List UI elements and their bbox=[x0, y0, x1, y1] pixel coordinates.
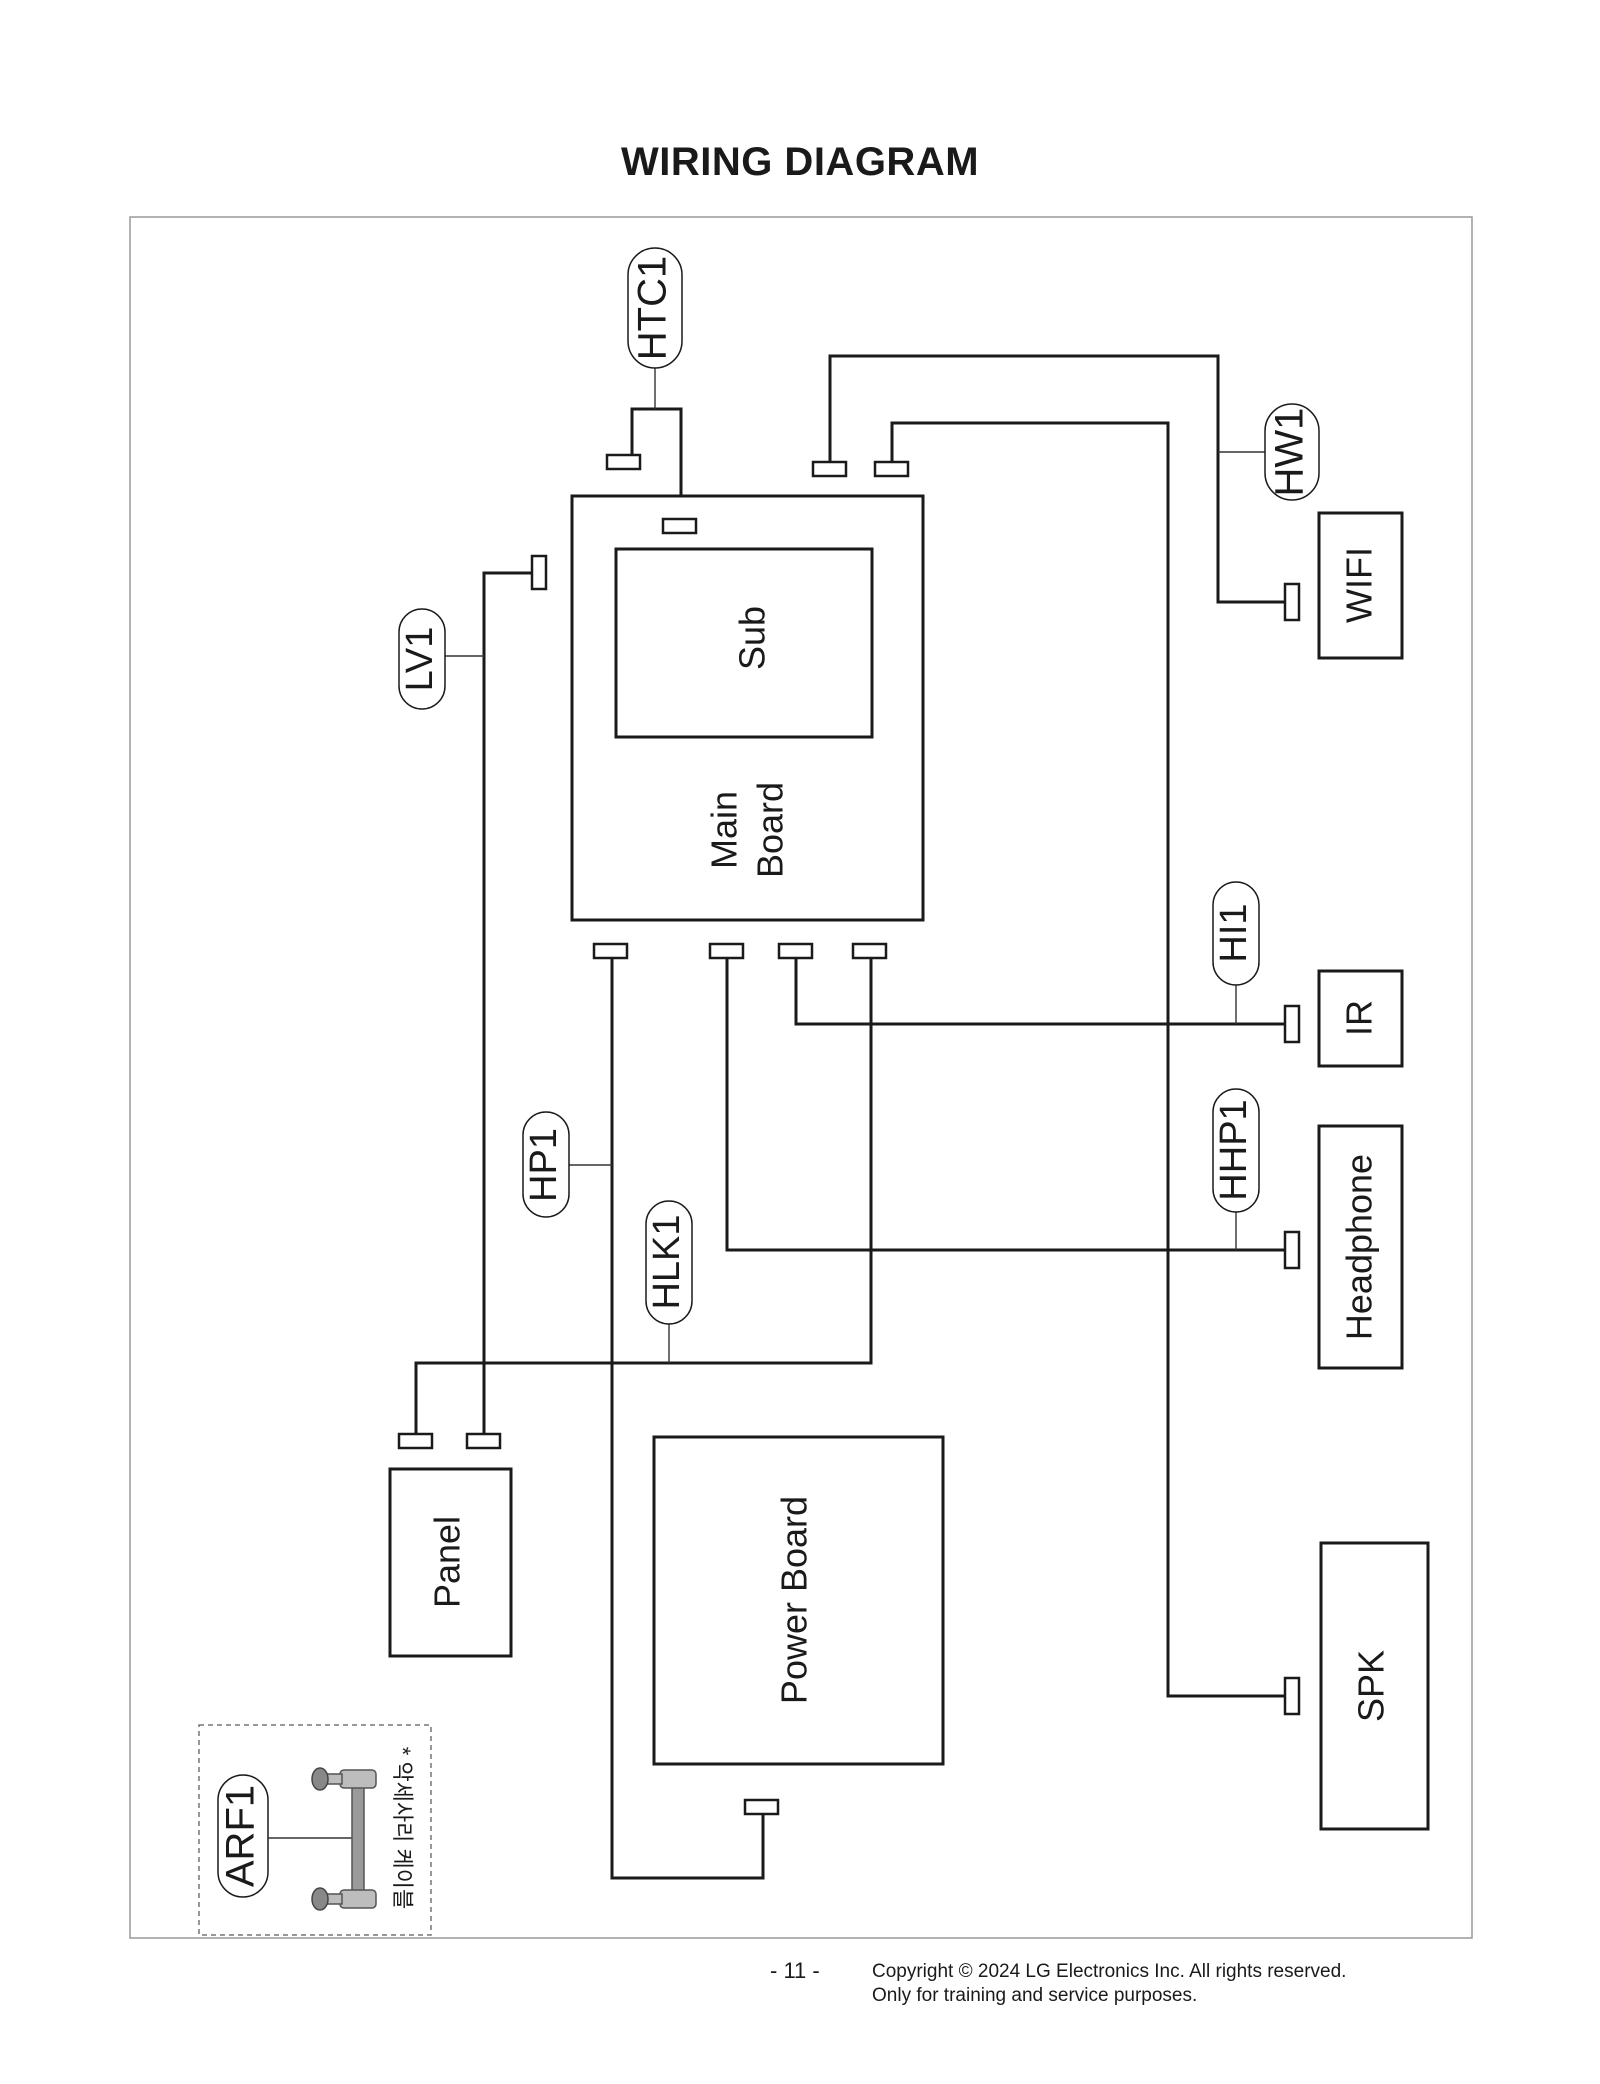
hp1-wire bbox=[610, 957, 765, 1880]
hlk1-tag-label: HLK1 bbox=[646, 1214, 688, 1309]
hhp1-tag-label: HHP1 bbox=[1213, 1099, 1255, 1200]
hlk1-wire bbox=[414, 957, 873, 1435]
htc1-connector-a bbox=[605, 453, 642, 471]
hw1-wire-spk bbox=[890, 421, 1292, 1698]
power-board-label: Power Board bbox=[774, 1496, 815, 1704]
ir-box bbox=[1317, 969, 1404, 1068]
hi1-wire bbox=[794, 957, 1292, 1026]
htc1-connector-main bbox=[661, 517, 698, 535]
page-title: WIRING DIAGRAM bbox=[620, 140, 980, 184]
hi1-connector-main bbox=[777, 942, 814, 960]
hhp1-tag: HHP1 bbox=[1212, 1088, 1260, 1213]
diagram-frame bbox=[129, 216, 1473, 1939]
htc1-wire bbox=[630, 407, 683, 520]
hp1-connector-main bbox=[592, 942, 629, 960]
hw1-connector-main-a bbox=[811, 460, 848, 478]
lv1-tag-label: LV1 bbox=[399, 627, 441, 692]
rf-cable-icon bbox=[311, 1767, 377, 1911]
hw1-tag: HW1 bbox=[1264, 403, 1320, 501]
hlk1-tag: HLK1 bbox=[645, 1200, 693, 1325]
spk-connector bbox=[1283, 1676, 1301, 1716]
lv1-connector-panel bbox=[465, 1432, 502, 1450]
hp1-connector-power bbox=[743, 1798, 780, 1816]
headphone-box bbox=[1317, 1124, 1404, 1370]
accessory-box bbox=[198, 1724, 432, 1936]
power-board bbox=[652, 1435, 945, 1766]
spk-label: SPK bbox=[1351, 1650, 1392, 1722]
hp1-tag: HP1 bbox=[522, 1111, 570, 1218]
wifi-box bbox=[1317, 511, 1404, 660]
panel-box bbox=[388, 1467, 513, 1658]
arf1-tag-label: ARF1 bbox=[219, 1785, 263, 1887]
hi1-tag: HI1 bbox=[1212, 881, 1260, 986]
sub-label: Sub bbox=[732, 606, 773, 670]
htc1-tag-label: HTC1 bbox=[631, 256, 675, 360]
copyright-notice: Copyright © 2024 LG Electronics Inc. All… bbox=[872, 1960, 1346, 2008]
headphone-label: Headphone bbox=[1339, 1154, 1380, 1340]
panel-label: Panel bbox=[427, 1516, 468, 1608]
hlk1-connector-main bbox=[851, 942, 888, 960]
ir-connector bbox=[1283, 1004, 1301, 1044]
lv1-tag: LV1 bbox=[398, 608, 446, 710]
hi1-tag-label: HI1 bbox=[1213, 903, 1255, 962]
sub-board bbox=[614, 547, 874, 739]
arf1-tag: ARF1 bbox=[217, 1774, 269, 1898]
accessory-note: * 악세사리 케이블 bbox=[390, 1747, 415, 1909]
main-board-label-line1: Main bbox=[704, 791, 745, 869]
spk-box bbox=[1319, 1541, 1430, 1831]
hw1-wire-wifi bbox=[828, 354, 1292, 604]
headphone-connector bbox=[1283, 1230, 1301, 1270]
ir-label: IR bbox=[1339, 1000, 1380, 1036]
hhp1-wire bbox=[725, 957, 1292, 1252]
hw1-connector-main-b bbox=[873, 460, 910, 478]
lv1-connector-main bbox=[530, 554, 548, 591]
hw1-tag-label: HW1 bbox=[1268, 408, 1312, 497]
copyright-line-2: Only for training and service purposes. bbox=[872, 1985, 1198, 2006]
wifi-connector bbox=[1283, 582, 1301, 622]
hlk1-connector-panel bbox=[397, 1432, 434, 1450]
htc1-tag: HTC1 bbox=[627, 247, 683, 369]
page-number: - 11 - bbox=[770, 1958, 820, 1983]
wifi-label: WIFI bbox=[1339, 547, 1380, 623]
main-board-label-line2: Board bbox=[750, 782, 791, 878]
lv1-wire bbox=[482, 571, 539, 1435]
hhp1-connector-main bbox=[708, 942, 745, 960]
copyright-line-1: Copyright © 2024 LG Electronics Inc. All… bbox=[872, 1961, 1347, 1982]
hp1-tag-label: HP1 bbox=[523, 1128, 565, 1202]
